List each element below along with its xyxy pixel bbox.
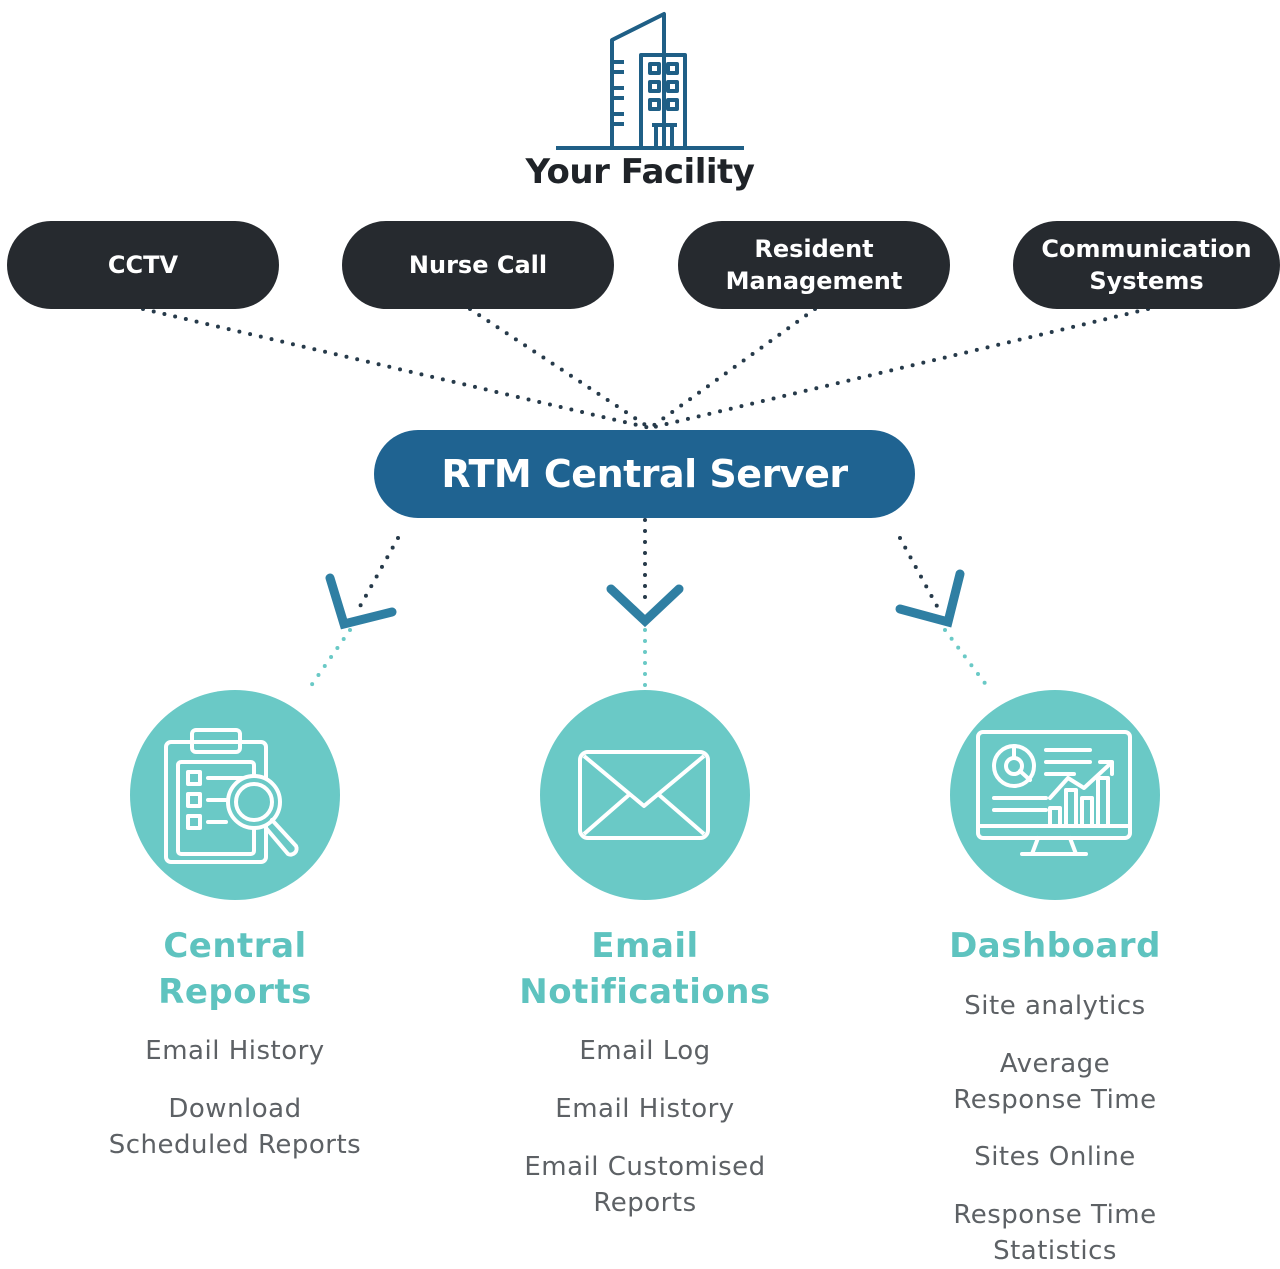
reports-circle (130, 690, 340, 900)
facility-title: Your Facility (525, 152, 755, 192)
central-reports-title: Central Reports (158, 926, 312, 1012)
connector-dashboard-teal (943, 628, 992, 692)
dashboard-monitor-icon (976, 730, 1132, 856)
chevron-down-icon (895, 569, 965, 628)
central-reports-item: Download Scheduled Reports (108, 1094, 362, 1160)
source-pill-resident-management: Resident Management (678, 221, 950, 309)
email-circle (540, 690, 750, 900)
connector-nurse-call (468, 307, 652, 430)
connector-server-dashboard (898, 536, 940, 610)
email-notifications-item: Email Log (579, 1036, 711, 1066)
source-pill-cctv: CCTV (7, 221, 279, 309)
dashboard-circle (950, 690, 1160, 900)
building-icon (556, 12, 744, 150)
envelope-icon (578, 750, 710, 840)
connector-resident-management (648, 307, 817, 430)
chevron-down-icon (325, 573, 397, 630)
dashboard-item: Average Response Time (953, 1049, 1157, 1115)
central-reports-item: Email History (145, 1036, 325, 1066)
central-server: RTM Central Server (374, 430, 915, 518)
email-notifications-item: Email Customised Reports (524, 1152, 766, 1218)
source-pill-nurse-call: Nurse Call (342, 221, 614, 309)
dashboard-item: Site analytics (964, 991, 1146, 1021)
dashboard-item: Response Time Statistics (953, 1200, 1157, 1266)
connector-server-reports (356, 536, 400, 612)
dashboard-item: Sites Online (974, 1142, 1136, 1172)
connector-cctv (141, 307, 652, 430)
connector-reports-teal (306, 628, 352, 692)
clipboard-search-icon (164, 728, 299, 864)
email-notifications-item: Email History (555, 1094, 735, 1124)
email-notifications-title: Email Notifications (519, 926, 771, 1012)
chevron-down-icon (606, 584, 684, 628)
dashboard-title: Dashboard (949, 926, 1161, 966)
connector-communication (648, 307, 1150, 430)
source-pill-communication-systems: Communication Systems (1013, 221, 1280, 309)
